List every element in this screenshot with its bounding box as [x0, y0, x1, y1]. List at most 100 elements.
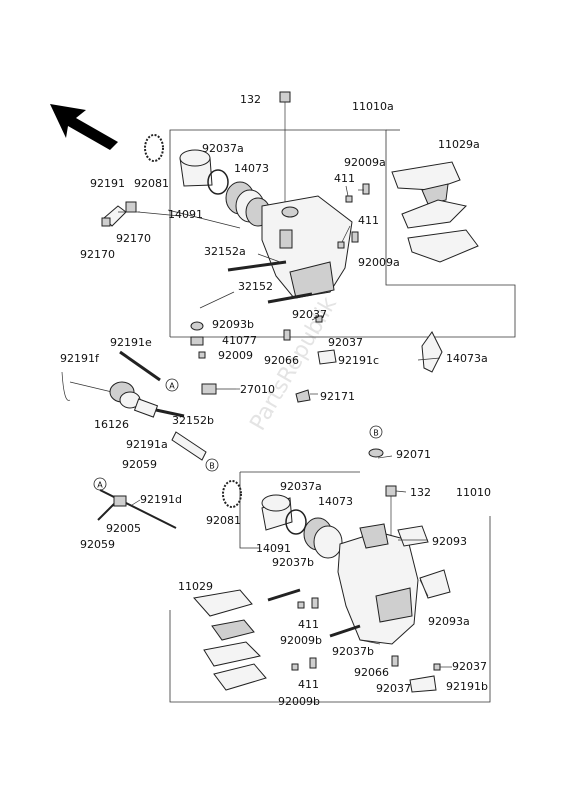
bolt-411-bottom-2 — [291, 663, 299, 671]
label-11010: 11010 — [456, 486, 491, 499]
bolt-132-top — [279, 91, 291, 210]
label-92191d: 92191d — [140, 493, 182, 506]
svg-text:A: A — [97, 481, 103, 490]
duct-14091-bottom — [261, 494, 293, 531]
label-11029a: 11029a — [438, 138, 480, 151]
ring-92037a-bottom — [285, 509, 307, 535]
valve-27010 — [201, 383, 236, 395]
label-14073-bottom: 14073 — [318, 495, 353, 508]
label-411-1: 411 — [334, 172, 355, 185]
hose-92191a — [133, 398, 159, 418]
filter-element-92093a — [419, 569, 451, 599]
label-92171: 92171 — [320, 390, 355, 403]
label-411-3: 411 — [298, 618, 319, 631]
hose-92191b — [409, 675, 437, 693]
label-92009: 92009 — [218, 349, 253, 362]
label-92037a-top: 92037a — [202, 142, 244, 155]
label-92170-1: 92170 — [116, 232, 151, 245]
label-92059-1: 92059 — [122, 458, 157, 471]
hose-92191e — [119, 350, 161, 382]
clamp-ring-92081-bottom — [222, 480, 242, 508]
air-box-housing-top — [261, 195, 353, 299]
label-14091-bottom: 14091 — [256, 542, 291, 555]
label-411-4: 411 — [298, 678, 319, 691]
marker-b-top: B — [205, 458, 219, 472]
air-box-housing-bottom — [337, 523, 429, 645]
breather-hose-92191f — [61, 371, 113, 401]
label-92037-bottom-1: 92037 — [452, 660, 487, 673]
washer-92009a-top-2 — [351, 231, 359, 243]
label-92009b-1: 92009b — [280, 634, 322, 647]
label-92037b-1: 92037b — [272, 556, 314, 569]
label-92170-2: 92170 — [80, 248, 115, 261]
hose-92191 — [101, 201, 137, 227]
washer-92009b-bottom-1 — [311, 597, 319, 609]
label-411-2: 411 — [358, 214, 379, 227]
label-16126: 16126 — [94, 418, 129, 431]
seal-14073a — [421, 331, 443, 373]
label-92191c: 92191c — [338, 354, 379, 367]
bellows-14073-top — [225, 181, 271, 227]
drain-plug-41077 — [190, 321, 206, 359]
label-92071: 92071 — [396, 448, 431, 461]
clamp-92037-mid — [315, 315, 323, 323]
label-92037-mid: 92037 — [328, 336, 363, 349]
pin-32152a — [227, 260, 287, 272]
bolt-132-bottom — [385, 485, 397, 540]
label-32152a: 32152a — [204, 245, 246, 258]
fitting-92066-top — [283, 329, 291, 341]
svg-text:B: B — [209, 462, 215, 471]
label-41077: 41077 — [222, 334, 257, 347]
label-92066-bottom: 92066 — [354, 666, 389, 679]
label-92191e: 92191e — [110, 336, 152, 349]
marker-a-top: A — [165, 378, 179, 392]
label-92037-top: 92037 — [292, 308, 327, 321]
label-92093: 92093 — [432, 535, 467, 548]
label-92009a-1: 92009a — [344, 156, 386, 169]
leader-lines — [118, 185, 452, 668]
label-32152b: 32152b — [172, 414, 214, 427]
label-11029: 11029 — [178, 580, 213, 593]
t-joint-92005 — [97, 489, 177, 529]
air-filter-11029a-top — [391, 161, 479, 263]
svg-text:A: A — [169, 382, 175, 391]
label-92005: 92005 — [106, 522, 141, 535]
clamp-92037-bottom — [433, 663, 441, 671]
hose-92059-top — [171, 431, 207, 461]
direction-arrow-icon — [50, 104, 118, 150]
part-labels: 132 11010a 92037a 14073 11029a 92009a 41… — [60, 93, 491, 708]
duct-14091-top — [179, 149, 213, 187]
marker-a-left: A — [93, 477, 107, 491]
label-92093a: 92093a — [428, 615, 470, 628]
label-92037-bottom-2: 92037 — [376, 682, 411, 695]
clip-92171 — [295, 389, 311, 403]
label-14073a: 14073a — [446, 352, 488, 365]
label-92009a-2: 92009a — [358, 256, 400, 269]
clamp-ring-92081-top — [144, 134, 164, 162]
label-14073-top: 14073 — [234, 162, 269, 175]
fitting-92066-bottom — [391, 655, 399, 667]
label-32152: 32152 — [238, 280, 273, 293]
separator-16126 — [109, 381, 141, 409]
pin-bottom-1 — [267, 588, 301, 602]
pin-bottom-2 — [329, 624, 361, 638]
label-132-bottom: 132 — [410, 486, 431, 499]
label-92059-2: 92059 — [80, 538, 115, 551]
marker-b-right: B — [369, 425, 383, 439]
hose-92191c — [317, 349, 337, 365]
label-92081-top: 92081 — [134, 177, 169, 190]
label-92081-bottom: 92081 — [206, 514, 241, 527]
label-27010: 27010 — [240, 383, 275, 396]
washer-92009b-bottom-2 — [309, 657, 317, 669]
label-11010a: 11010a — [352, 100, 394, 113]
svg-text:B: B — [373, 429, 379, 438]
label-92037b-2: 92037b — [332, 645, 374, 658]
label-92093b: 92093b — [212, 318, 254, 331]
label-132-top: 132 — [240, 93, 261, 106]
bellows-14073-bottom — [303, 517, 343, 559]
label-14091-top: 14091 — [168, 208, 203, 221]
label-92191: 92191 — [90, 177, 125, 190]
label-92009b-2: 92009b — [278, 695, 320, 708]
bolt-411-top-1 — [345, 195, 353, 203]
